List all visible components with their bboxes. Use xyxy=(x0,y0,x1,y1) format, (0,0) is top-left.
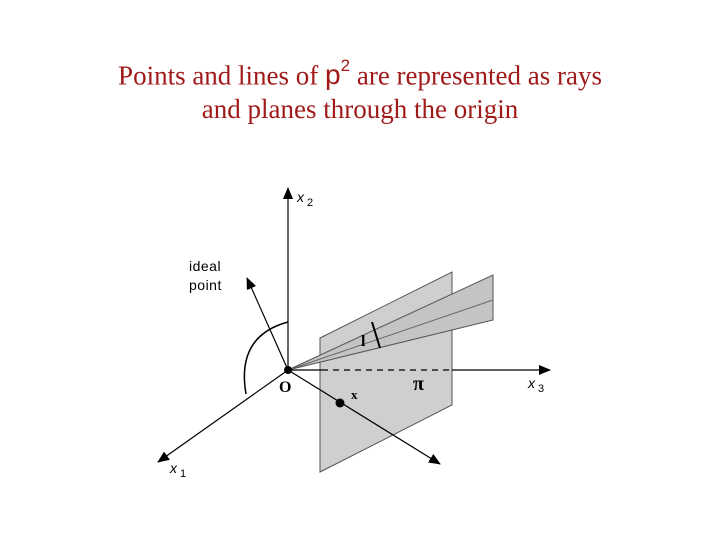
slide-title: Points and lines of p2 are represented a… xyxy=(0,52,720,126)
label-point: point xyxy=(189,277,222,293)
line-l xyxy=(371,321,381,349)
title-exponent: 2 xyxy=(340,56,351,75)
label-point-x: x xyxy=(351,387,358,402)
title-line-2: and planes through the origin xyxy=(201,94,519,125)
ray-through-x xyxy=(287,369,441,465)
angle-arc xyxy=(243,321,289,395)
label-origin: O xyxy=(279,379,291,396)
point-x xyxy=(335,398,345,408)
origin-point xyxy=(284,366,292,374)
wedge-plane xyxy=(287,274,494,371)
title-text-end: are represented as rays xyxy=(350,60,602,91)
title-p: p xyxy=(325,59,341,91)
title-projective-plane: p2 xyxy=(325,56,351,91)
axis-x1 xyxy=(157,369,289,463)
title-line-1: Points and lines of p2 are represented a… xyxy=(0,52,720,92)
ideal-point-ray xyxy=(246,277,289,371)
label-ideal: ideal xyxy=(189,258,221,274)
plane-pi xyxy=(319,271,453,473)
label-pi: π xyxy=(413,373,424,395)
title-text-start: Points and lines of xyxy=(118,60,326,91)
label-line-l: l xyxy=(361,333,366,350)
wedge-inner-line xyxy=(287,299,494,371)
